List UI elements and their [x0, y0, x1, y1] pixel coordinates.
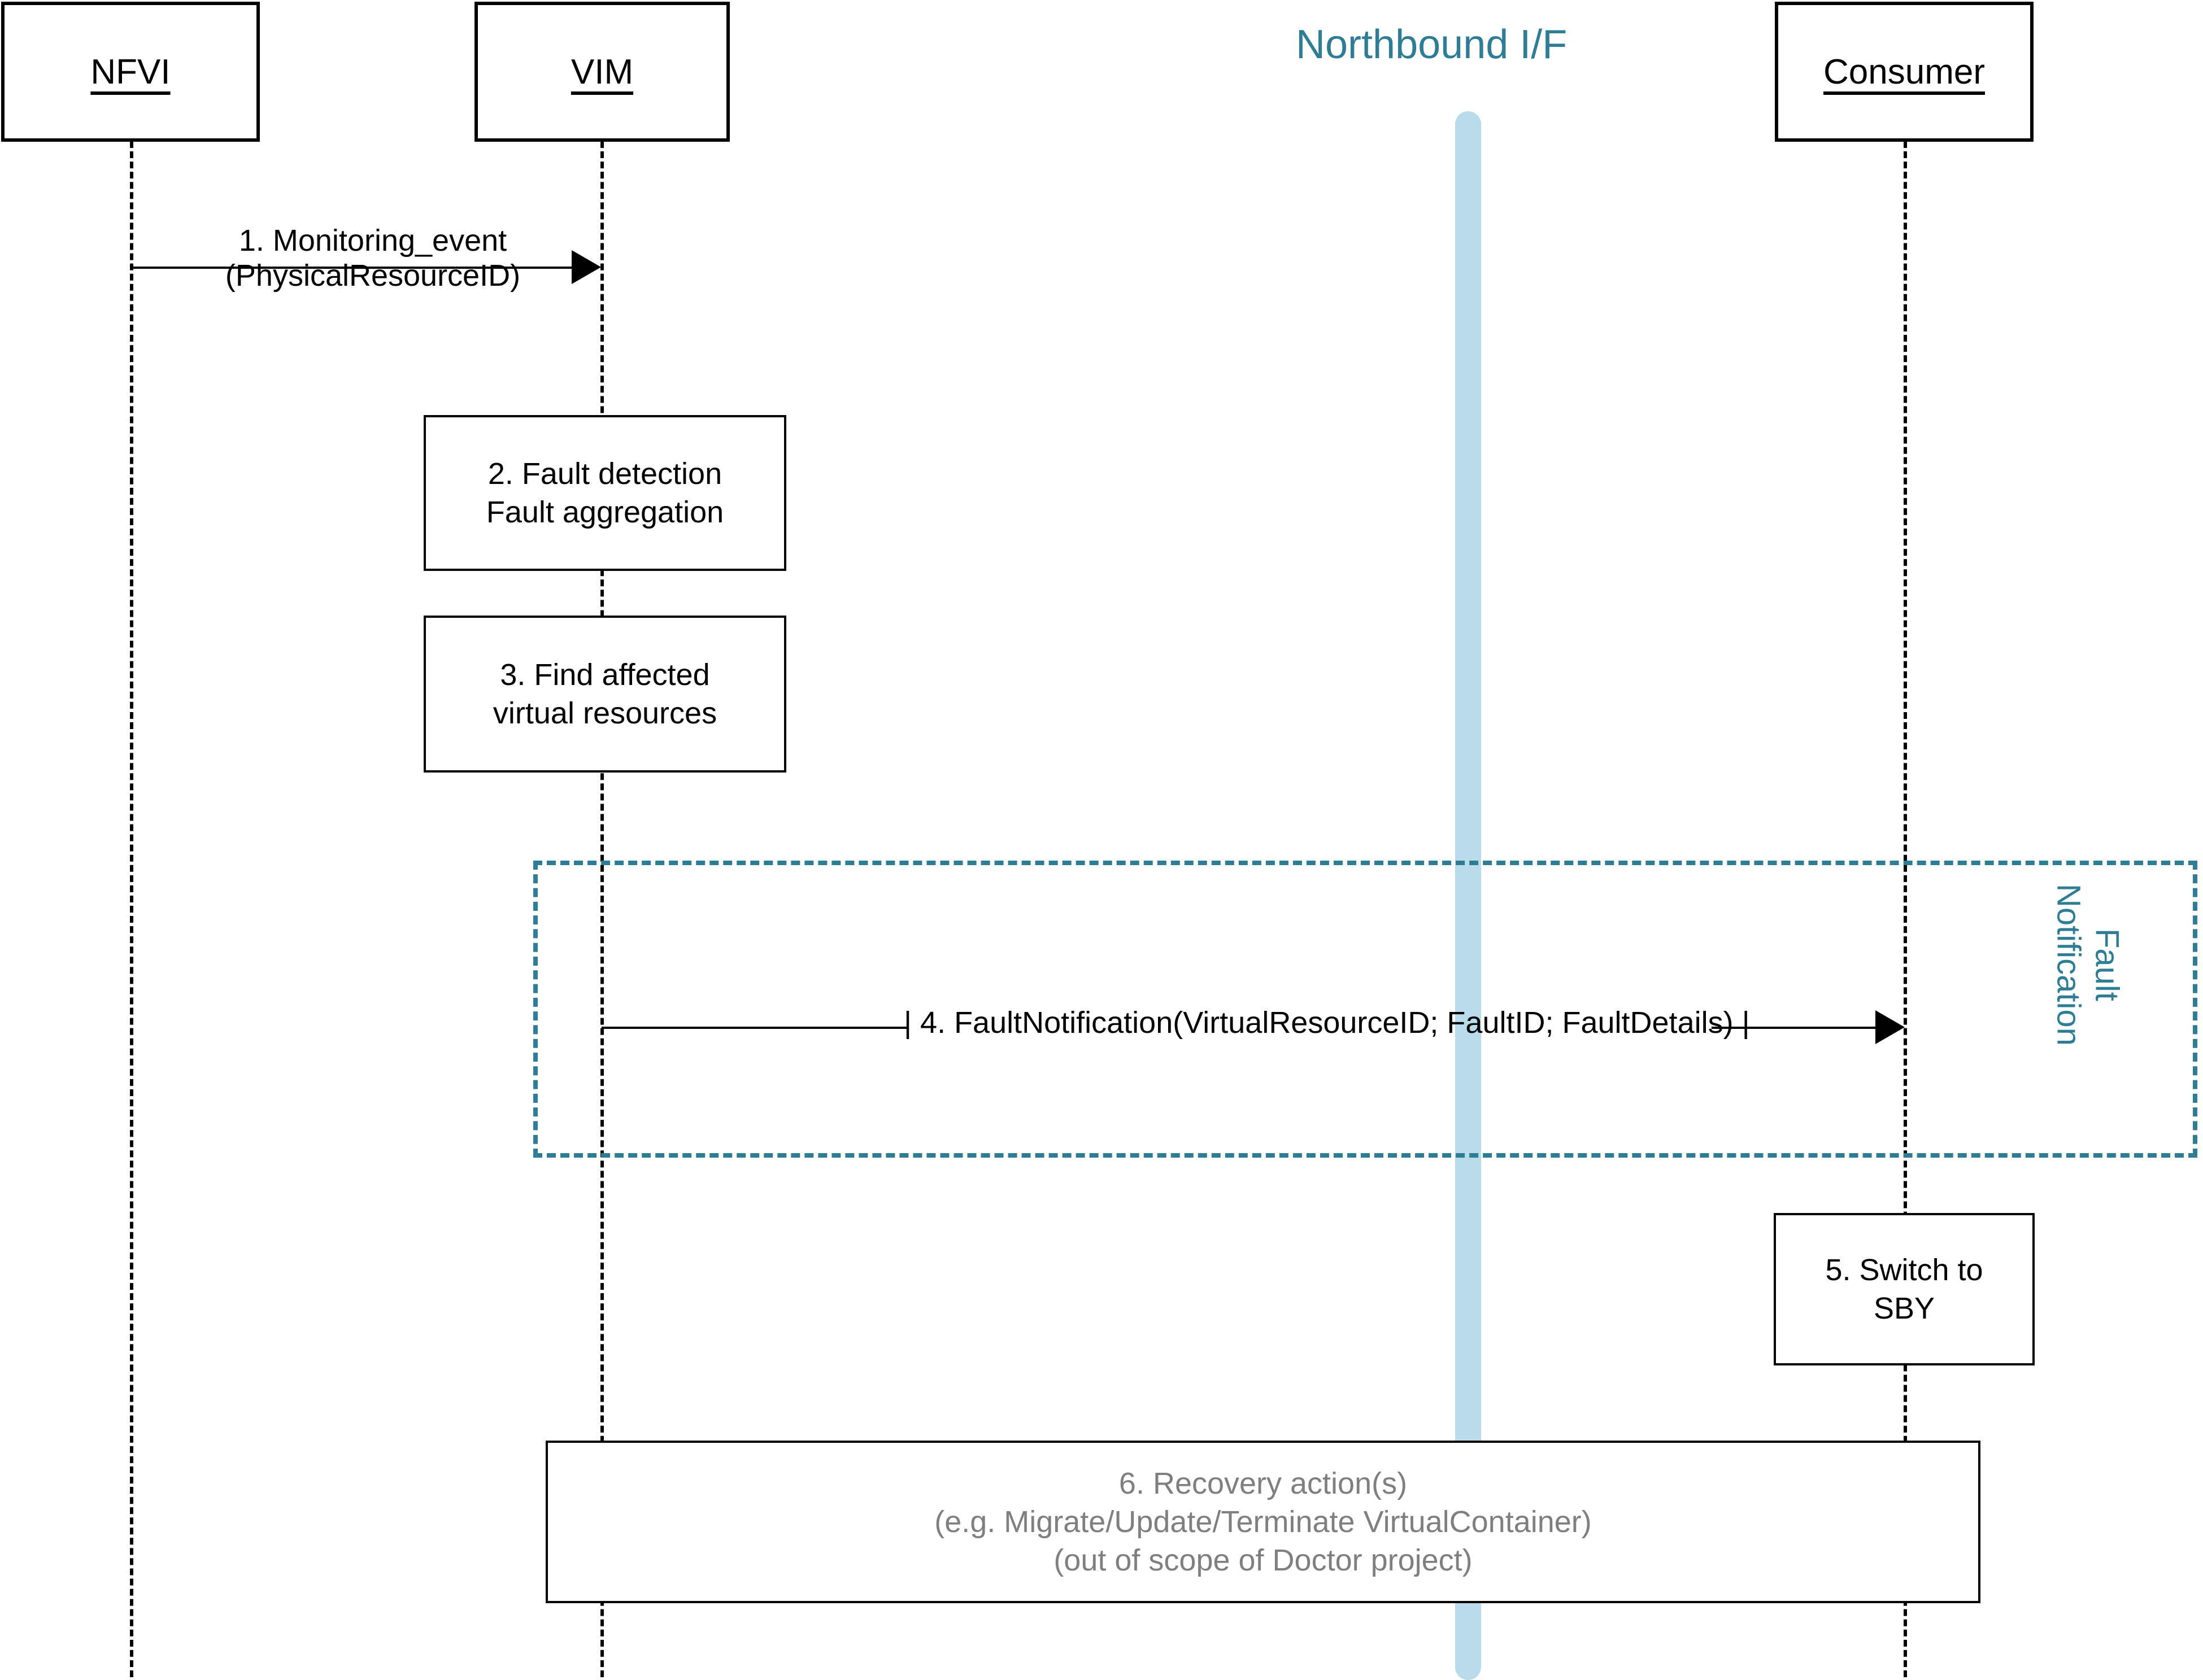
process-box-switch-to-sby-line1: 5. Switch to — [1825, 1253, 1983, 1287]
lifeline-header-nfvi[interactable]: NFVI — [1, 2, 260, 142]
fault-notification-frame — [533, 861, 2197, 1158]
lifeline-header-nfvi-label: NFVI — [90, 52, 171, 91]
process-box-fault-detection-line1: 2. Fault detection — [487, 456, 722, 491]
message-4-label: | 4. FaultNotification(VirtualResourceID… — [904, 1006, 1750, 1040]
process-box-recovery-actions-line3: (out of scope of Doctor project) — [1053, 1543, 1473, 1578]
message-4-arrowhead — [1875, 1010, 1905, 1044]
lifeline-header-consumer[interactable]: Consumer — [1775, 2, 2034, 142]
lifeline-header-consumer-label: Consumer — [1823, 52, 1985, 91]
fault-notification-frame-label-line1: Fault — [2088, 928, 2126, 1001]
message-1-arrowhead — [572, 250, 601, 284]
message-1-label-line1: 1. Monitoring_event — [238, 224, 507, 258]
lifeline-nfvi — [130, 141, 133, 1677]
fault-notification-frame-label: Fault Notification — [2049, 846, 2126, 1083]
message-1-label-line2: (PhysicalResourceID) — [225, 259, 521, 293]
message-1-line — [131, 267, 577, 269]
process-box-fault-detection-line2: Fault aggregation — [486, 495, 724, 529]
process-box-find-affected-resources[interactable]: 3. Find affected virtual resources — [424, 616, 786, 773]
process-box-find-affected-resources-line2: virtual resources — [493, 696, 717, 730]
lifeline-header-vim-label: VIM — [571, 52, 634, 91]
lifeline-header-vim[interactable]: VIM — [474, 2, 730, 142]
message-4-line-left — [602, 1027, 907, 1029]
message-1-label: 1. Monitoring_event (PhysicalResourceID) — [203, 223, 542, 293]
process-box-recovery-actions[interactable]: 6. Recovery action(s) (e.g. Migrate/Upda… — [546, 1441, 1980, 1603]
northbound-interface-bar — [1455, 111, 1481, 1680]
process-box-fault-detection[interactable]: 2. Fault detection Fault aggregation — [424, 415, 786, 571]
northbound-interface-title: Northbound I/F — [1296, 22, 1568, 67]
message-4-line-right — [1712, 1027, 1887, 1029]
process-box-switch-to-sby[interactable]: 5. Switch to SBY — [1774, 1213, 2035, 1365]
fault-notification-frame-label-line2: Notification — [2050, 883, 2087, 1046]
process-box-switch-to-sby-line2: SBY — [1873, 1291, 1935, 1325]
process-box-recovery-actions-line1: 6. Recovery action(s) — [1118, 1466, 1408, 1500]
process-box-find-affected-resources-line1: 3. Find affected — [500, 657, 710, 692]
process-box-recovery-actions-line2: (e.g. Migrate/Update/Terminate VirtualCo… — [934, 1504, 1592, 1539]
lifeline-consumer — [1904, 141, 1907, 1677]
lifeline-vim — [600, 141, 604, 1677]
